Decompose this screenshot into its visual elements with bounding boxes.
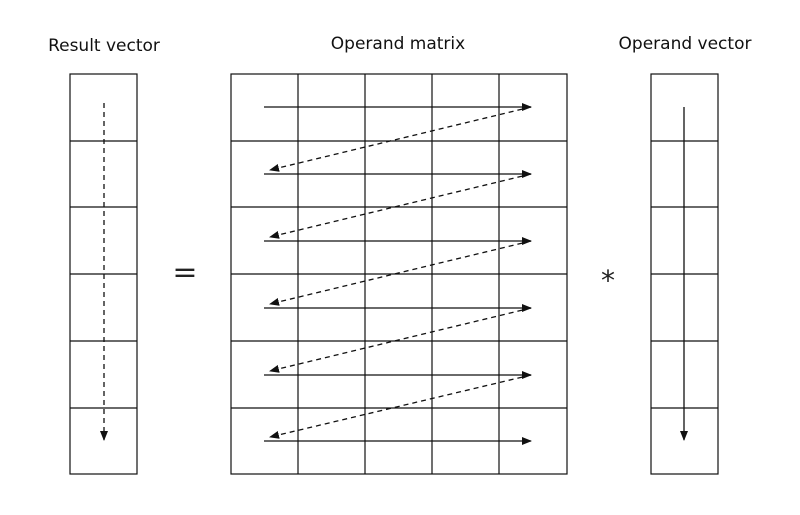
return-arrow-4 [269,307,532,373]
return-arrow-1 [269,106,532,172]
operand-vector-label: Operand vector [618,34,752,54]
equals-sign: = [172,255,197,290]
operand-matrix-grid [230,73,568,475]
matrix-return-arrows [269,106,532,439]
multiply-sign: * [601,264,615,297]
result-vector-label: Result vector [48,36,160,56]
return-arrow-2 [269,173,532,239]
matrix-row-arrows [264,103,532,445]
return-arrow-5 [269,374,532,439]
return-arrow-3 [269,240,532,306]
operand-matrix-label: Operand matrix [330,34,466,54]
